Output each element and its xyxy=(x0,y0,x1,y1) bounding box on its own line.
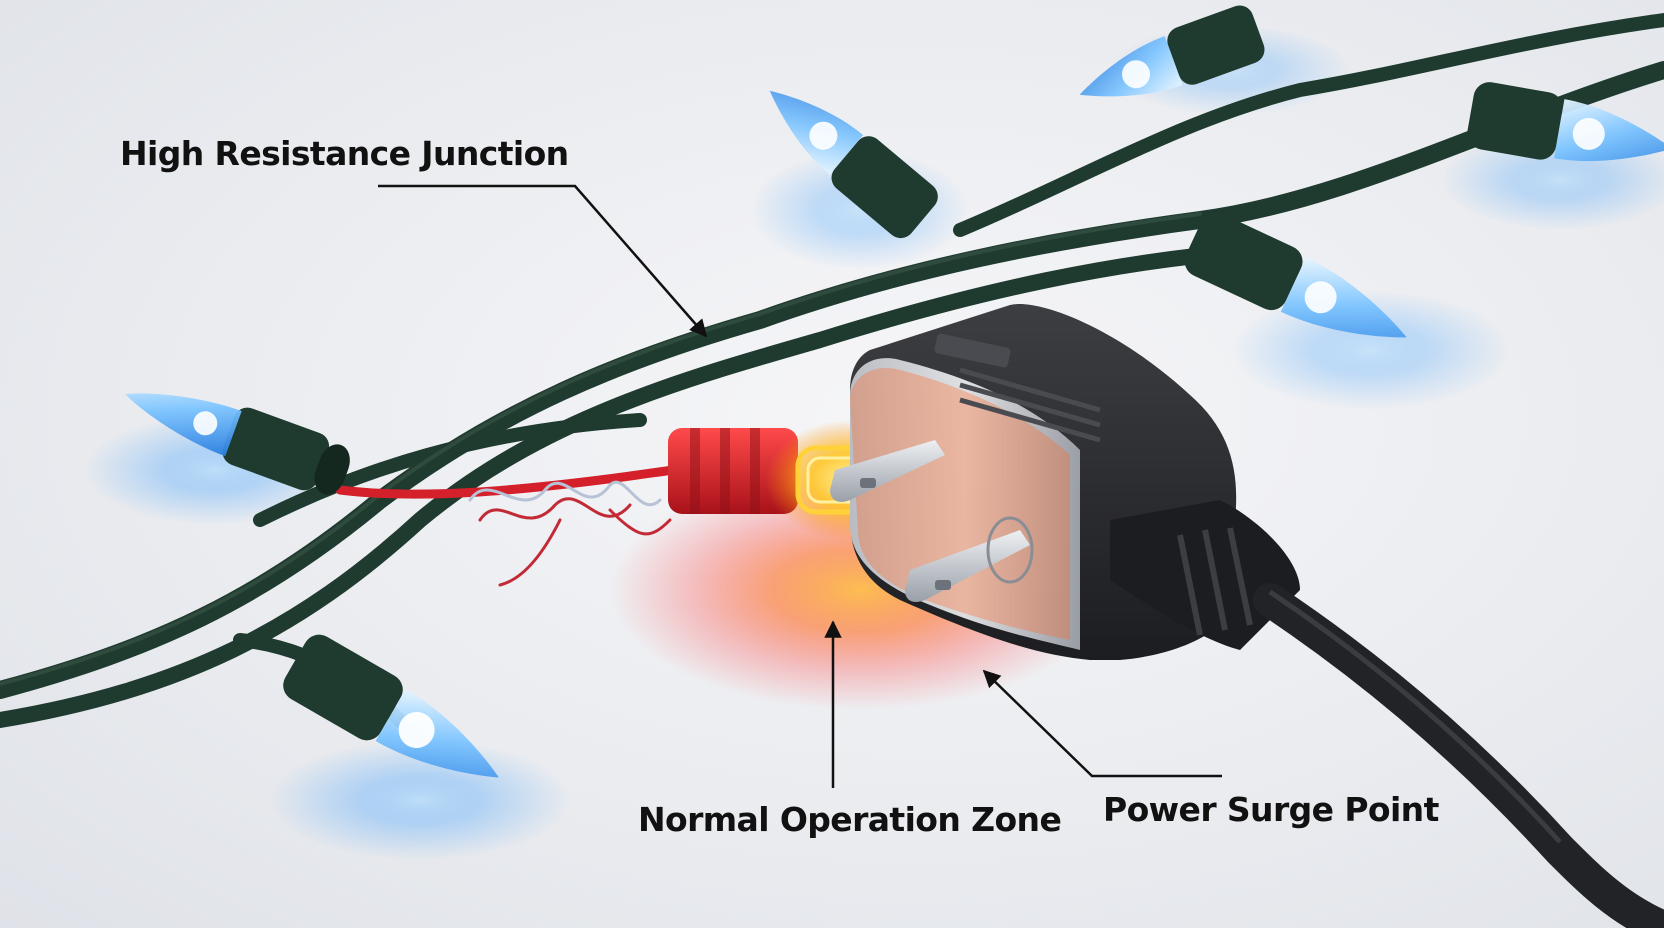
led-bulb-icon xyxy=(283,634,499,778)
label-power-surge-point: Power Surge Point xyxy=(1103,790,1439,829)
led-bulb-icon xyxy=(769,90,938,239)
red-wire xyxy=(335,463,695,587)
arrow-icon xyxy=(982,669,1222,778)
led-bulb-icon xyxy=(1184,212,1407,338)
bulb-glow xyxy=(1230,290,1510,410)
led-bulb-icon xyxy=(1467,82,1664,162)
led-bulb-icon xyxy=(125,393,350,495)
plug-icon xyxy=(830,304,1664,928)
led-bulb-icon xyxy=(1079,5,1265,97)
bulb-glow xyxy=(270,740,570,860)
arrow-icon xyxy=(378,184,708,338)
annotation-leaders xyxy=(378,184,1222,788)
label-normal-operation-zone: Normal Operation Zone xyxy=(638,800,1062,839)
label-high-resistance-junction: High Resistance Junction xyxy=(120,134,569,173)
